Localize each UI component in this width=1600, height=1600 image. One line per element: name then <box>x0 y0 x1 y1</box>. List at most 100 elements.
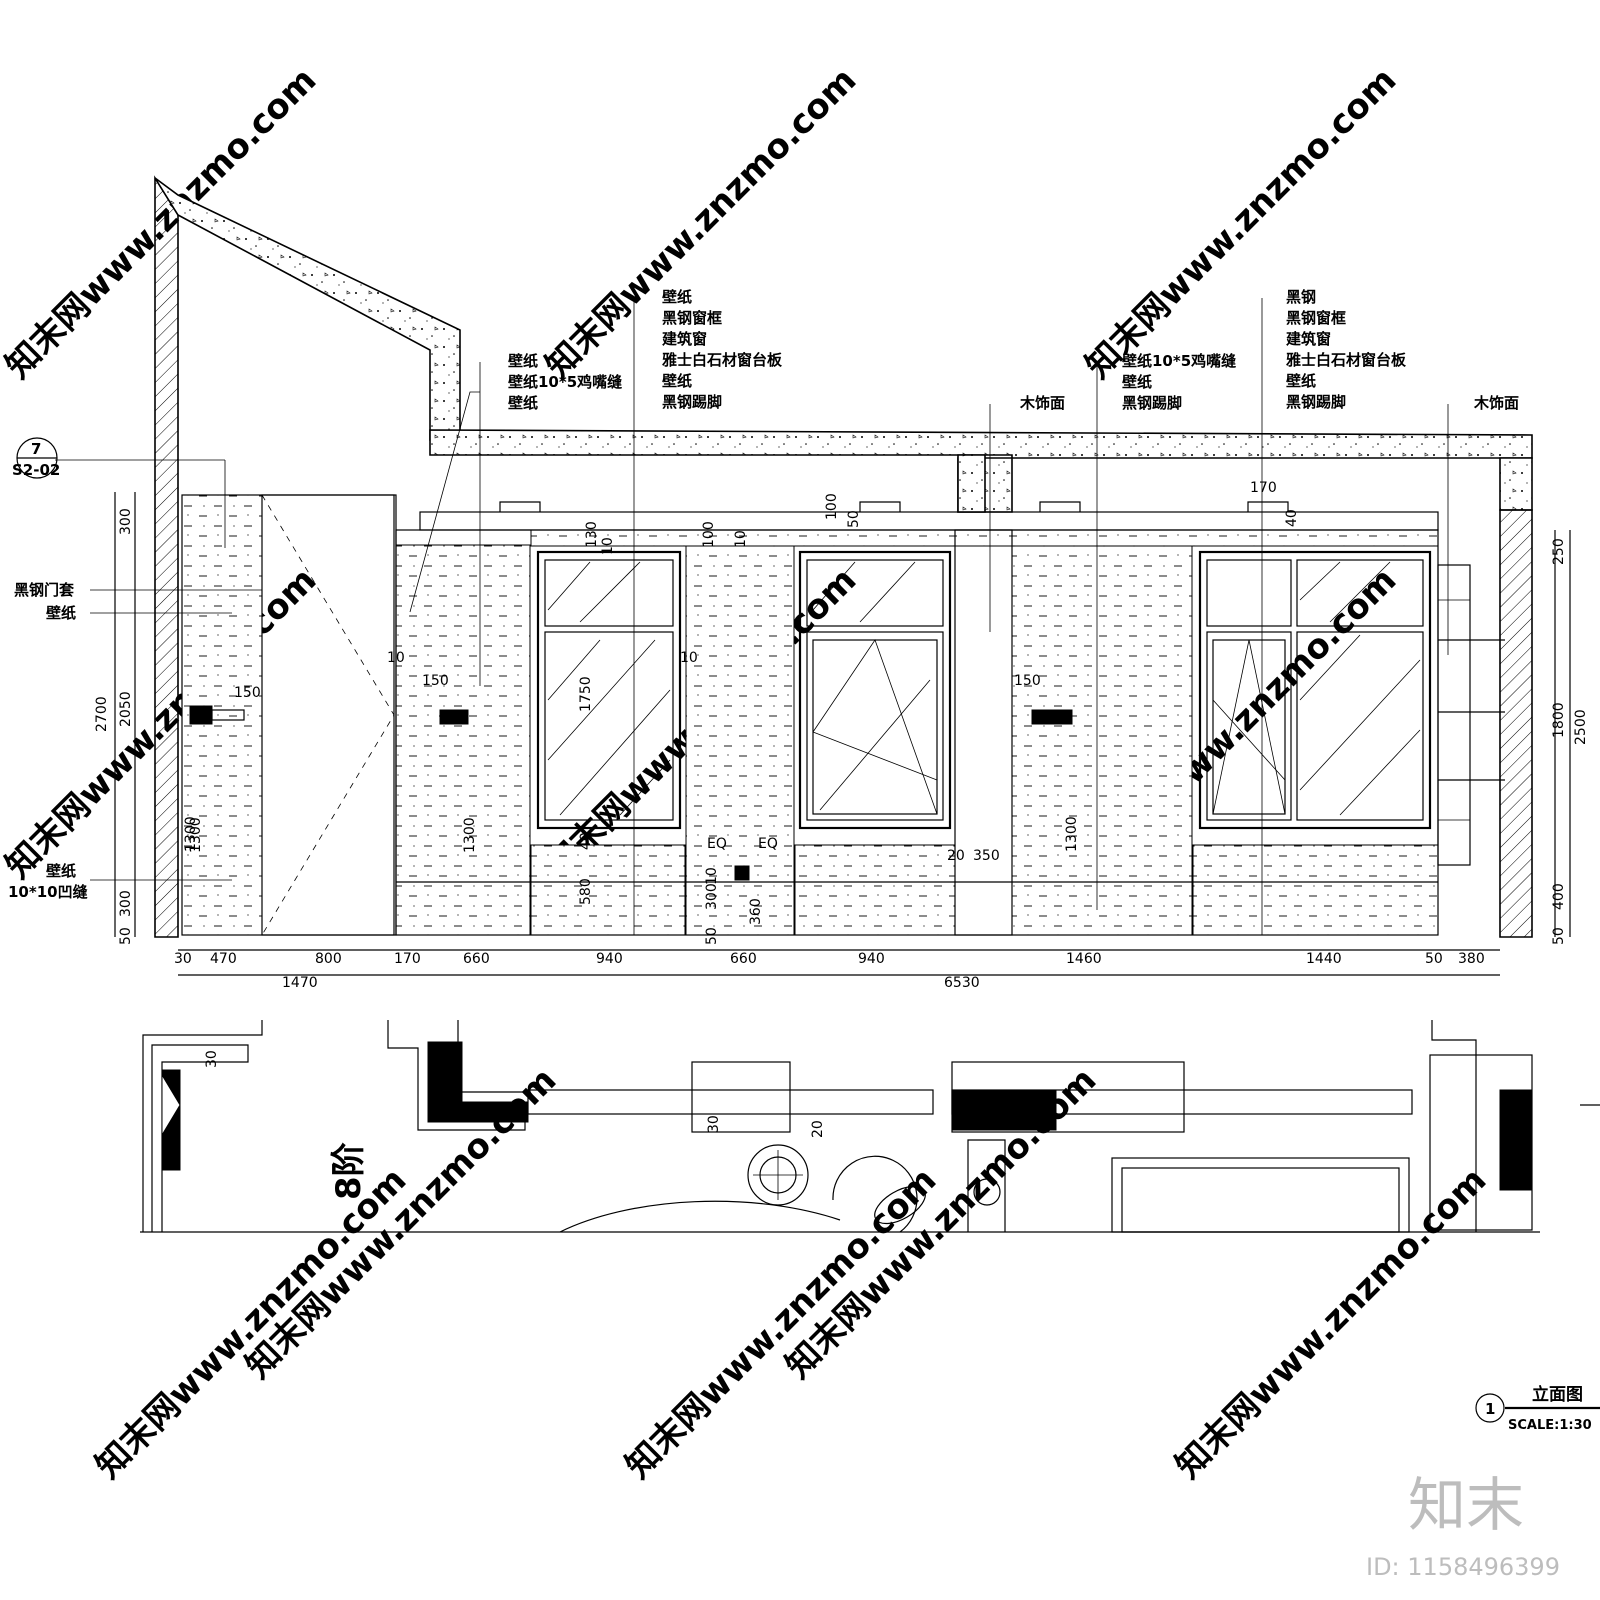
sloped-roof-slab <box>154 177 461 441</box>
dims-bottom-row1: 30 470 800 170 660 940 660 940 1460 1440… <box>174 951 1485 967</box>
dim-label: 10 <box>387 650 405 666</box>
callout-text: 雅士白石材窗台板 <box>1285 351 1407 369</box>
dim-label: 50 <box>1551 927 1567 945</box>
dim-label: 2050 <box>118 691 134 727</box>
dim-label: 1440 <box>1306 951 1342 967</box>
dim-label: 30 <box>706 1115 722 1133</box>
dim-label: 940 <box>858 951 885 967</box>
drawing-scale: SCALE:1:30 <box>1508 1418 1592 1433</box>
brand-area: 知末 ID: 1158496399 <box>1366 1471 1560 1581</box>
shelf-unit <box>1437 564 1505 866</box>
dim-label: 2700 <box>94 696 110 732</box>
window-right <box>1198 550 1432 830</box>
dim-label: 40 <box>578 832 594 850</box>
right-ceiling-block <box>1499 457 1533 511</box>
dim-label: 800 <box>315 951 342 967</box>
watermark-text: 知末网www.znzmo.com <box>1078 60 1404 386</box>
callout-text: 黑钢踢脚 <box>662 393 722 411</box>
dim-label: 1300 <box>1064 816 1080 852</box>
watermark-text: 知末网www.znzmo.com <box>88 1160 414 1486</box>
dim-label: 300 <box>118 890 134 917</box>
dim-label: 10 <box>680 650 698 666</box>
dim-label: 150 <box>1014 673 1041 689</box>
ceiling-fixtures <box>499 501 1289 512</box>
callout-text: 建筑窗 <box>662 330 707 348</box>
dim-label: 1300 <box>462 817 478 853</box>
dim-label: 10 <box>733 530 749 548</box>
wood-panel-strip <box>954 529 1013 936</box>
dim-label: 20 <box>810 1120 826 1138</box>
stair-label: 8阶 <box>329 1142 369 1200</box>
dim-label: 100 <box>701 521 717 548</box>
dim-label: 250 <box>1551 538 1567 565</box>
callout-text: 黑钢窗框 <box>662 309 722 327</box>
drawing-number: 1 <box>1485 1400 1495 1418</box>
panel-b-bottom <box>530 844 686 936</box>
callout-text: 黑钢踢脚 <box>1122 394 1182 412</box>
dim-label: 150 <box>234 685 261 701</box>
callout-text: 壁纸 <box>508 352 538 370</box>
dim-label: 1800 <box>1551 702 1567 738</box>
plan-view: 8阶 <box>140 1020 1600 1233</box>
callout-text: 雅士白石材窗台板 <box>661 351 783 369</box>
dim-label: 6530 <box>944 975 980 991</box>
dim-label: 1750 <box>578 676 594 712</box>
dim-label: 50 <box>118 927 134 945</box>
dim-label: 50 <box>1425 951 1443 967</box>
callout-text: 壁纸 <box>508 394 538 412</box>
callout-group-c: 木饰面 <box>1019 394 1065 412</box>
callout-text: 壁纸 <box>662 288 692 306</box>
drawing-title: 立面图 <box>1532 1384 1583 1405</box>
ceiling-drop-left <box>957 454 986 513</box>
callout-group-e: 黑钢 黑钢窗框 建筑窗 雅士白石材窗台板 壁纸 黑钢踢脚 <box>1285 288 1407 411</box>
dims-right: 250 1800 2500 400 50 <box>1551 538 1589 945</box>
callout-text: 建筑窗 <box>1286 330 1331 348</box>
crown-molding <box>419 511 1439 531</box>
dim-label: 350 <box>973 848 1000 864</box>
dimension-lines <box>114 492 1571 976</box>
panel-e <box>1011 544 1193 936</box>
dim-label: 1460 <box>1066 951 1102 967</box>
dim-label: 1300 <box>188 817 204 853</box>
dim-label: 130 <box>584 521 600 548</box>
window-left <box>536 550 682 830</box>
panel-d-bottom <box>794 844 956 936</box>
callout-text: 壁纸 <box>46 862 76 880</box>
window-middle <box>798 550 952 830</box>
dim-label: 580 <box>578 878 594 905</box>
switch-plates <box>189 705 1073 881</box>
callout-text: 壁纸 <box>1122 373 1152 391</box>
section-number: 7 <box>31 440 41 458</box>
panel-a <box>395 544 531 936</box>
dim-label: 170 <box>1250 480 1277 496</box>
callout-text: 壁纸 <box>46 604 76 622</box>
dims-left: 300 2050 2700 1300 300 50 <box>94 508 204 945</box>
dim-label: 20 <box>947 848 965 864</box>
dims-inner: 150 10 1300 150 1300 130 10 1750 40 580 … <box>183 480 1300 1138</box>
dim-label: 360 <box>748 898 764 925</box>
dim-label: 50 <box>846 510 862 528</box>
dim-label: 30 <box>174 951 192 967</box>
dim-label: EQ <box>758 836 778 852</box>
dim-label: 40 <box>1284 509 1300 527</box>
dim-label: 50 <box>704 927 720 945</box>
panel-top-strip <box>530 529 1439 547</box>
dim-label: 10 <box>704 867 720 885</box>
dim-label: 170 <box>394 951 421 967</box>
wall-panels <box>181 494 1439 936</box>
callout-text: 黑钢踢脚 <box>1286 393 1346 411</box>
callout-text: 黑钢门套 <box>14 581 75 599</box>
dims-bottom-row2: 1470 6530 <box>282 975 980 991</box>
dim-label: 400 <box>1551 883 1567 910</box>
dim-label: 940 <box>596 951 623 967</box>
watermark-text: 知末网www.znzmo.com <box>1168 1160 1494 1486</box>
dim-label: 100 <box>824 493 840 520</box>
brand-logo: 知末 <box>1408 1471 1524 1539</box>
building-structure <box>154 175 1533 938</box>
dim-label: 30 <box>204 1050 220 1068</box>
callout-text: 木饰面 <box>1473 394 1519 412</box>
title-block: 1 立面图 SCALE:1:30 <box>1475 1384 1600 1433</box>
dim-label: 660 <box>730 951 757 967</box>
callout-text: 黑钢窗框 <box>1286 309 1346 327</box>
